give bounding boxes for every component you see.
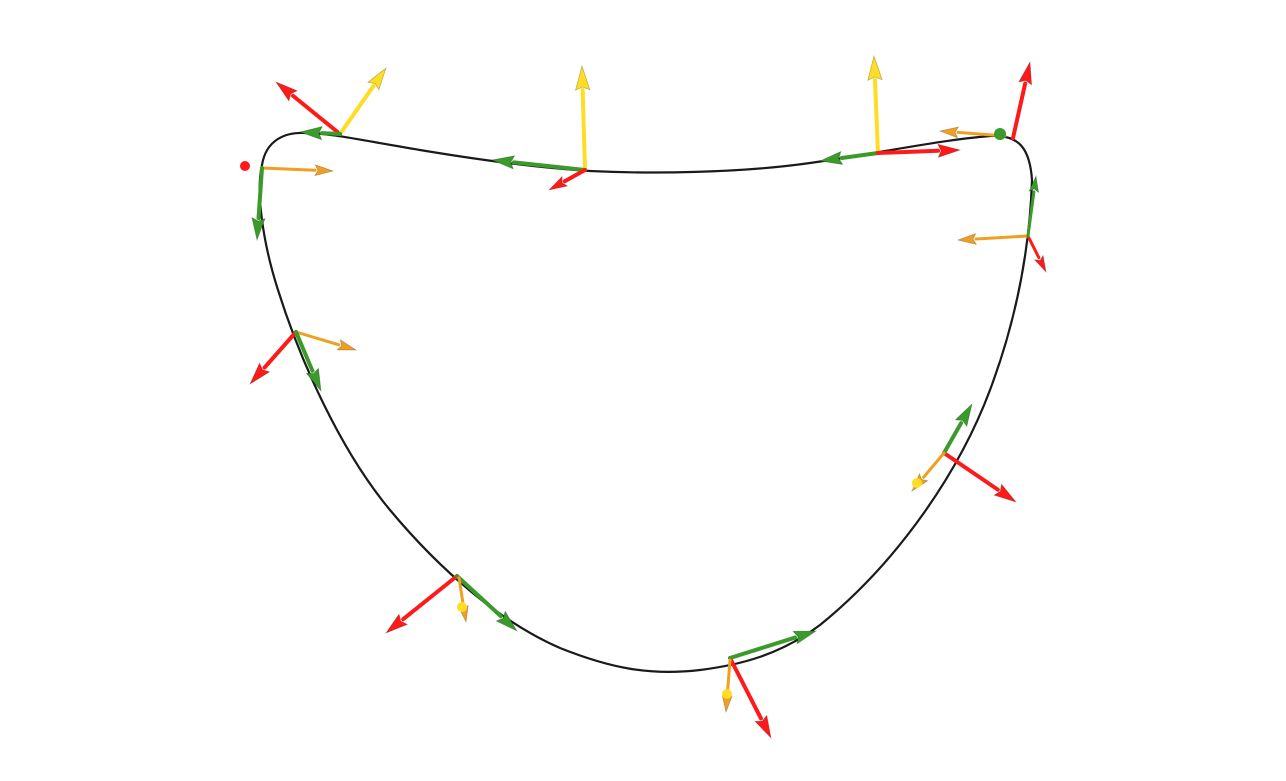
- frame-10-tangent-arrow: [728, 630, 818, 660]
- frame-5-normal-arrow: [1011, 60, 1033, 140]
- frame-10-normal-arrow: [728, 656, 772, 740]
- frame-8-tangent-arrow: [942, 402, 973, 455]
- frame-3-binormal-arrow: [574, 64, 591, 172]
- frame-6-secondary-arrow: [956, 232, 1030, 246]
- frame-9-origin-dot: [457, 602, 467, 612]
- frame-10-origin-dot: [722, 689, 732, 699]
- frame-6-tangent-arrow: [1026, 174, 1040, 238]
- frame-1-binormal-arrow: [338, 66, 387, 136]
- frame-2-origin-dot: [240, 161, 250, 171]
- frame-4-binormal-arrow: [867, 54, 883, 155]
- frame-1-normal-arrow: [274, 81, 342, 136]
- frame-7-tangent-arrow: [294, 330, 322, 393]
- frame-8-origin-dot: [912, 478, 922, 488]
- frame-4-normal-arrow: [876, 143, 962, 159]
- frame-3-tangent-arrow: [490, 155, 587, 172]
- frame-3-normal-arrow: [547, 168, 587, 191]
- frame-10-secondary-arrow: [721, 658, 733, 714]
- frame-2-secondary-arrow: [260, 164, 335, 177]
- frame-1-tangent-arrow: [298, 125, 342, 141]
- frame-7-secondary-arrow: [294, 330, 358, 351]
- frame-8-normal-arrow: [942, 451, 1018, 503]
- frame-4-tangent-arrow: [818, 150, 880, 166]
- frame-2-tangent-arrow: [251, 166, 266, 242]
- frame-arrows: [240, 54, 1047, 740]
- frame-7-normal-arrow: [249, 330, 298, 386]
- frame-9-tangent-arrow: [455, 574, 519, 632]
- frame-6-normal-arrow: [1026, 234, 1047, 274]
- closed-curve: [258, 131, 1034, 674]
- frame-5-origin-dot: [994, 128, 1006, 140]
- frame-9-normal-arrow: [384, 574, 459, 634]
